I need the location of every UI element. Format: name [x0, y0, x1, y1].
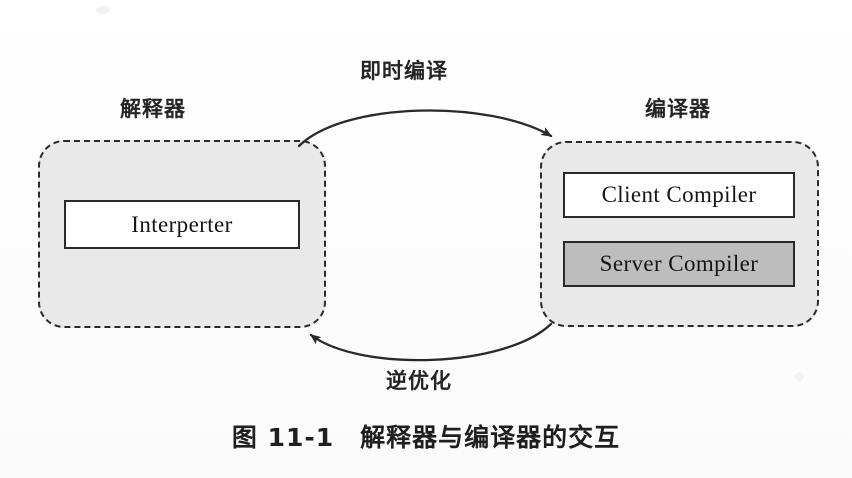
compiler-group-box — [540, 141, 819, 327]
scan-artifact-speck-secondary — [795, 372, 804, 381]
deopt-arrow-path — [309, 322, 553, 362]
figure-caption: 图 11-1 解释器与编译器的交互 — [0, 418, 852, 454]
figure-caption-number: 图 11-1 — [231, 423, 335, 452]
compiler-group-label: 编译器 — [645, 97, 711, 121]
figure-caption-text: 解释器与编译器的交互 — [360, 423, 621, 452]
scan-artifact-speck — [96, 6, 110, 14]
interpreter-group-label: 解释器 — [120, 97, 186, 121]
jit-arrow-label: 即时编译 — [360, 59, 448, 83]
server-compiler-node: Server Compiler — [563, 241, 795, 287]
deopt-arrow-label: 逆优化 — [386, 369, 452, 393]
interperter-node: Interperter — [64, 200, 300, 249]
client-compiler-node: Client Compiler — [563, 172, 795, 218]
jit-arrow-path — [297, 109, 553, 148]
